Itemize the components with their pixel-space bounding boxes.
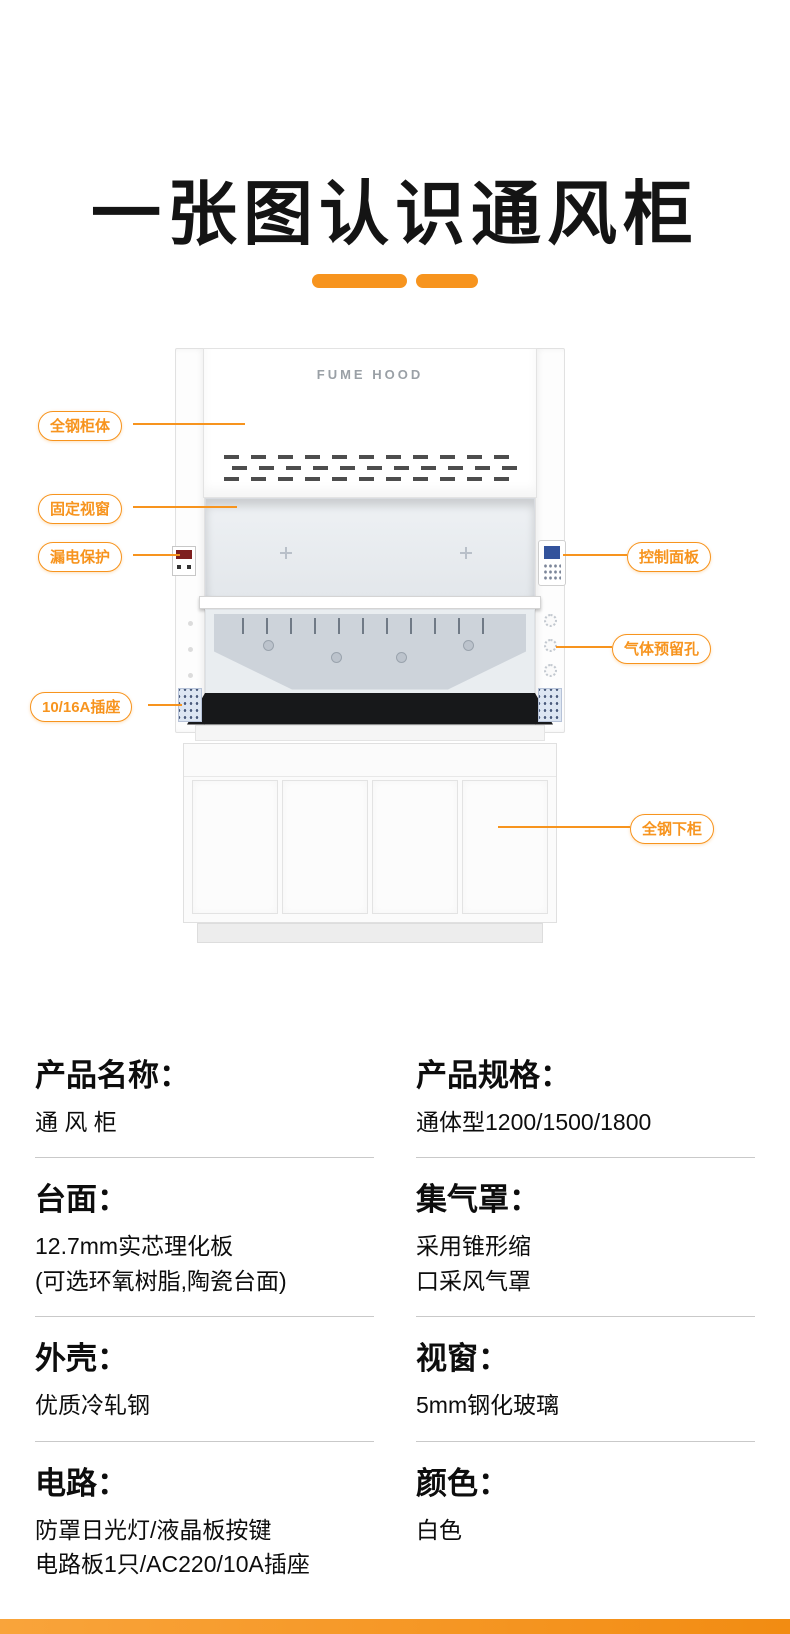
spec-column-right: 产品规格： 通体型1200/1500/1800 集气罩： 采用锥形缩 口采风气罩… <box>416 1034 755 1600</box>
bottom-accent-bar <box>0 1619 790 1634</box>
spec-heading: 电路： <box>35 1465 128 1501</box>
callout-gas-holes: 气体预留孔 <box>612 633 712 664</box>
baffle-slots <box>242 617 498 634</box>
fitting-knob <box>263 639 274 651</box>
cabinet-door <box>462 779 548 914</box>
control-panel-screen <box>544 545 560 559</box>
spec-value: 12.7mm实芯理化板 (可选环氧树脂,陶瓷台面) <box>35 1233 287 1294</box>
decor-bar-long <box>312 273 407 288</box>
indicator-dot <box>177 564 181 569</box>
spec-circuit: 电路： 防罩日光灯/液晶板按键 电路板1只/AC220/10A插座 <box>35 1442 374 1600</box>
callout-socket: 10/16A插座 <box>30 691 133 722</box>
cabinet-plinth <box>197 922 543 943</box>
spec-product-name: 产品名称： 通 风 柜 <box>35 1034 374 1158</box>
black-worktop <box>187 692 553 725</box>
callout-lower-cabinet: 全钢下柜 <box>630 813 715 844</box>
callout-line-leak-protect <box>133 553 180 556</box>
spec-heading: 产品规格： <box>416 1057 571 1093</box>
spec-value: 通 风 柜 <box>35 1108 117 1135</box>
spec-heading: 颜色： <box>416 1465 509 1501</box>
sash-glass-window <box>205 497 535 598</box>
leakage-protector-switch <box>176 549 192 559</box>
spec-product-size: 产品规格： 通体型1200/1500/1800 <box>416 1034 755 1158</box>
base-cabinet <box>183 742 557 923</box>
spec-heading: 产品名称： <box>35 1057 190 1093</box>
callout-control-panel: 控制面板 <box>627 541 712 572</box>
cabinet-door <box>282 779 368 914</box>
fitting-knob <box>331 651 342 663</box>
spec-value: 白色 <box>416 1516 462 1543</box>
header: 一张图认识通风柜 <box>0 0 790 288</box>
brand-text: FUME HOOD <box>316 366 424 382</box>
gas-reserved-hole <box>544 638 557 652</box>
sash-handle <box>199 595 541 609</box>
bench-front-edge <box>195 724 545 741</box>
spec-gas-collecting-hood: 集气罩： 采用锥形缩 口采风气罩 <box>416 1158 755 1317</box>
cabinet-rail <box>184 775 556 777</box>
spec-color: 颜色： 白色 <box>416 1442 755 1566</box>
spec-window: 视窗： 5mm钢化玻璃 <box>416 1317 755 1442</box>
post-screw <box>188 672 193 678</box>
callout-line-fixed-window <box>133 505 237 508</box>
airfoil-fitting-icon <box>280 546 292 559</box>
airfoil-fitting-icon <box>460 546 472 559</box>
power-socket-left <box>178 687 202 722</box>
spec-value: 通体型1200/1500/1800 <box>416 1108 652 1135</box>
control-panel-keys <box>543 562 561 581</box>
leakage-protector-device <box>172 545 196 576</box>
spec-value: 优质冷轧钢 <box>35 1392 150 1418</box>
post-screw <box>188 620 193 626</box>
spec-heading: 视窗： <box>416 1341 509 1376</box>
fume-hood-diagram: FUME HOOD <box>0 338 790 998</box>
decor-bar-short <box>416 273 478 288</box>
control-panel-device <box>538 539 566 586</box>
callout-line-lower-cabinet <box>498 825 630 828</box>
fitting-knob <box>463 639 474 651</box>
callout-line-control-panel <box>563 553 627 556</box>
fitting-knob <box>396 651 407 663</box>
spec-column-left: 产品名称： 通 风 柜 台面： 12.7mm实芯理化板 (可选环氧树脂,陶瓷台面… <box>35 1034 374 1600</box>
power-socket-right <box>538 687 562 722</box>
callout-leak-protect: 漏电保护 <box>38 541 123 572</box>
gas-reserved-hole <box>544 613 557 627</box>
hood-upper-body: FUME HOOD <box>203 347 537 498</box>
spec-worktop: 台面： 12.7mm实芯理化板 (可选环氧树脂,陶瓷台面) <box>35 1158 374 1317</box>
gas-reserved-hole <box>544 663 557 677</box>
spec-value: 采用锥形缩 口采风气罩 <box>416 1233 531 1294</box>
callout-line-steel-body <box>133 422 245 425</box>
title-decor-bars <box>0 273 790 288</box>
spec-value: 5mm钢化玻璃 <box>416 1392 560 1418</box>
hood-left-post <box>175 347 205 733</box>
page-title: 一张图认识通风柜 <box>91 175 699 253</box>
spec-heading: 集气罩： <box>416 1182 540 1217</box>
fume-hood-illustration: FUME HOOD <box>172 347 566 948</box>
spec-heading: 外壳： <box>35 1341 128 1376</box>
spec-value: 防罩日光灯/液晶板按键 电路板1只/AC220/10A插座 <box>35 1516 310 1578</box>
spec-heading: 台面： <box>35 1182 128 1217</box>
indicator-dot <box>187 564 191 569</box>
exhaust-grille <box>222 450 518 485</box>
spec-shell: 外壳： 优质冷轧钢 <box>35 1317 374 1442</box>
callout-fixed-window: 固定视窗 <box>38 493 123 524</box>
callout-steel-body: 全钢柜体 <box>38 410 123 441</box>
cabinet-door <box>372 779 458 914</box>
post-screw <box>188 646 193 652</box>
callout-line-gas-holes <box>556 645 612 648</box>
callout-line-socket <box>148 703 182 706</box>
inner-chamber <box>205 608 535 695</box>
spec-section: 产品名称： 通 风 柜 台面： 12.7mm实芯理化板 (可选环氧树脂,陶瓷台面… <box>0 998 790 1600</box>
cabinet-door <box>192 779 278 914</box>
cabinet-doors <box>192 779 548 914</box>
